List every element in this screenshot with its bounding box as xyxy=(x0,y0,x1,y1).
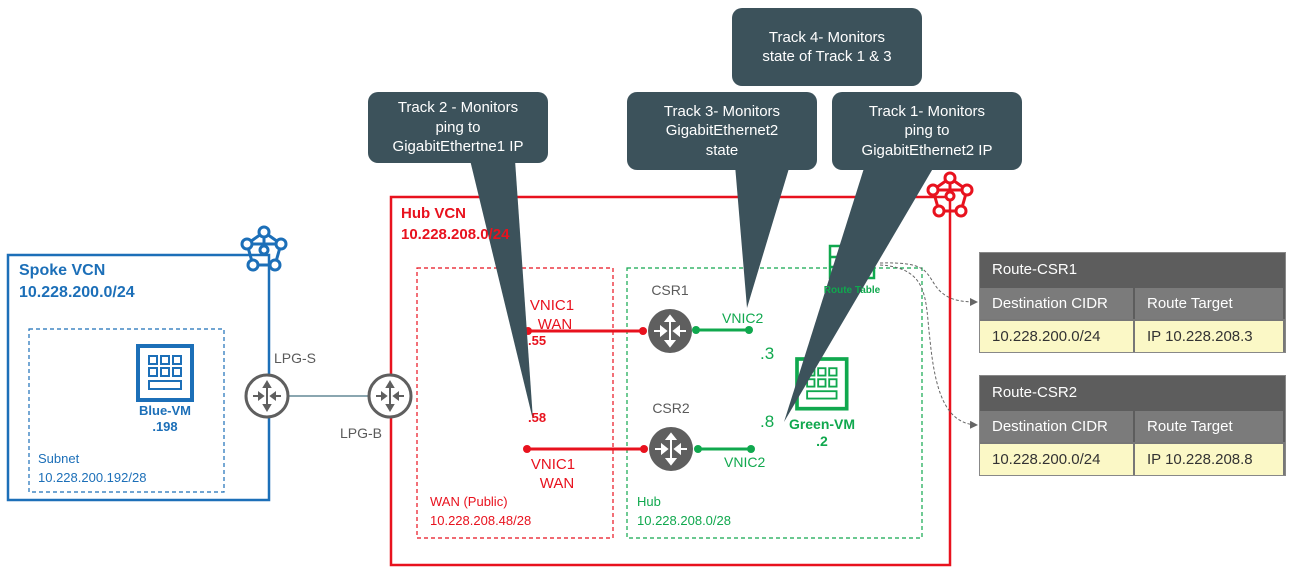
track3-line2: GigabitEthernet2 xyxy=(665,122,779,140)
csr1-vnic2-label: VNIC2 xyxy=(722,310,764,326)
csr2-wan-ip: .58 xyxy=(528,410,547,425)
track1-line3: GigabitEthernet2 IP xyxy=(861,141,993,159)
hub-subnet-label: Hub xyxy=(637,494,661,509)
csr1-router-icon xyxy=(647,308,693,354)
blue-vm-icon xyxy=(136,344,194,402)
route-csr1-arrow xyxy=(879,262,978,306)
column-header: Route Target xyxy=(1135,409,1285,442)
green-vm-ip: .2 xyxy=(816,433,828,449)
track2-line2: ping to xyxy=(435,118,481,136)
lpg-s-icon xyxy=(244,373,290,419)
track1-pointer xyxy=(784,165,935,422)
column-header: Destination CIDR xyxy=(980,286,1135,319)
track2-pointer xyxy=(470,160,533,420)
csr2-wan-link xyxy=(523,445,648,453)
blue-vm-ip: .198 xyxy=(152,419,178,434)
route-csr2-arrow xyxy=(879,264,978,429)
track3-line3: state xyxy=(705,141,739,159)
csr2-vnic1-label: VNIC1 xyxy=(530,456,576,473)
csr1-label: CSR1 xyxy=(651,282,689,298)
table-cell: 10.228.200.0/24 xyxy=(980,442,1135,475)
lpg-b-icon xyxy=(367,373,413,419)
wan-subnet-cidr: 10.228.208.48/28 xyxy=(430,513,532,528)
spoke-subnet-cidr: 10.228.200.192/28 xyxy=(38,470,147,485)
column-header: Destination CIDR xyxy=(980,409,1135,442)
csr1-hub-ip: .3 xyxy=(760,344,775,363)
csr2-vnic2-label: VNIC2 xyxy=(724,454,766,470)
spoke-vcn-icon xyxy=(240,225,288,272)
track1-line2: ping to xyxy=(904,122,950,140)
csr2-vnic1-sub: WAN xyxy=(539,475,575,492)
hub-subnet-cidr: 10.228.208.0/28 xyxy=(637,513,731,528)
spoke-vcn-title: Spoke VCN xyxy=(19,262,106,279)
spoke-subnet-label: Subnet xyxy=(38,451,80,466)
column-header: Route Target xyxy=(1135,286,1285,319)
green-vm-label: Green-VM xyxy=(788,416,856,432)
csr2-label: CSR2 xyxy=(652,400,690,416)
spoke-vcn-cidr: 10.228.200.0/24 xyxy=(19,284,135,301)
track4-line1: Track 4- Monitors xyxy=(768,28,886,46)
route-table-title: Route-CSR2 xyxy=(980,376,1285,409)
track1-line1: Track 1- Monitors xyxy=(868,102,986,120)
csr2-hub-link xyxy=(694,445,755,453)
csr1-hub-link xyxy=(692,326,753,334)
hub-vcn-icon xyxy=(926,171,974,218)
track4-line2: state of Track 1 & 3 xyxy=(762,48,892,65)
spoke-subnet-box xyxy=(28,328,225,493)
track2-line1: Track 2 - Monitors xyxy=(397,99,519,117)
track4-callout: Track 4- Monitors state of Track 1 & 3 xyxy=(732,8,922,86)
wan-subnet-label: WAN (Public) xyxy=(430,494,508,509)
route-table-label: Route Table xyxy=(823,285,881,296)
hub-vcn-cidr: 10.228.208.0/24 xyxy=(401,226,510,243)
lpg-b-label: LPG-B xyxy=(340,425,383,441)
track2-line3: GigabitEthertne1 IP xyxy=(392,138,524,156)
csr2-hub-ip: .8 xyxy=(760,412,775,431)
csr2-router-icon xyxy=(648,426,694,472)
hub-subnet-box xyxy=(626,267,923,539)
csr1-vnic1-sub: WAN xyxy=(537,316,573,333)
track3-line1: Track 3- Monitors xyxy=(663,102,781,120)
table-cell: 10.228.200.0/24 xyxy=(980,319,1135,352)
lpg-s-label: LPG-S xyxy=(274,350,317,366)
csr1-wan-ip: .55 xyxy=(528,333,547,348)
blue-vm-label: Blue-VM xyxy=(139,403,191,418)
route-table-title: Route-CSR1 xyxy=(980,253,1285,286)
table-cell: IP 10.228.208.3 xyxy=(1135,319,1285,352)
table-cell: IP 10.228.208.8 xyxy=(1135,442,1285,475)
csr1-vnic1-label: VNIC1 xyxy=(529,297,575,314)
track3-pointer xyxy=(735,165,790,308)
hub-vcn-title: Hub VCN xyxy=(401,205,466,222)
